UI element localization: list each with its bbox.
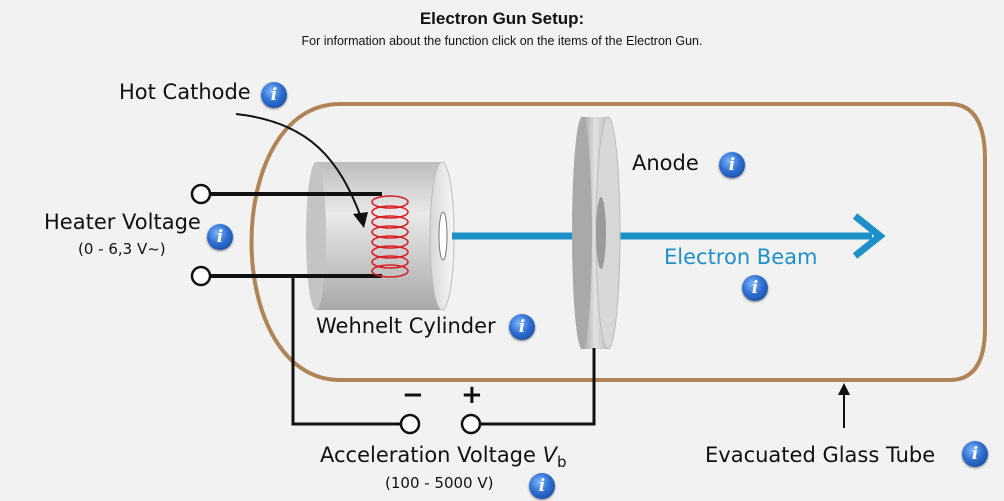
heater-terminal-top[interactable] [190, 183, 212, 205]
acceleration-voltage-subscript: b [557, 453, 567, 472]
anode-label[interactable]: Anode [632, 151, 699, 175]
cathode-pointer-arrow [235, 113, 363, 221]
heater-wires [210, 192, 382, 278]
heater-voltage-range: (0 - 6,3 V~) [78, 240, 166, 258]
wehnelt-cylinder[interactable] [306, 161, 455, 311]
minus-sign: − [402, 380, 424, 410]
info-icon-hot-cathode[interactable]: i [261, 82, 287, 108]
page-subtitle: For information about the function click… [301, 34, 703, 48]
accel-terminal-plus[interactable] [460, 413, 482, 435]
glass-tube-label[interactable]: Evacuated Glass Tube [705, 443, 936, 467]
hot-cathode-label[interactable]: Hot Cathode [119, 80, 251, 104]
heater-voltage-label[interactable]: Heater Voltage [44, 210, 201, 234]
plus-sign: + [461, 380, 483, 410]
electron-beam[interactable] [452, 213, 886, 259]
info-icon-wehnelt-cylinder[interactable]: i [509, 314, 535, 340]
page-title: Electron Gun Setup: [419, 9, 585, 28]
acceleration-voltage-text: Acceleration Voltage [320, 443, 536, 467]
acceleration-voltage-symbol: Vb [542, 443, 567, 472]
acceleration-voltage-range: (100 - 5000 V) [385, 474, 494, 492]
info-icon-heater-voltage[interactable]: i [207, 224, 233, 250]
info-icon-acceleration-voltage[interactable]: i [529, 473, 555, 499]
hot-cathode-coil[interactable] [371, 195, 409, 278]
glass-tube[interactable] [249, 102, 987, 382]
cathode-pointer-arrowhead [353, 212, 368, 228]
info-icon-anode[interactable]: i [719, 152, 745, 178]
tube-pointer-arrowhead [838, 383, 850, 395]
anode[interactable] [572, 116, 621, 350]
heater-terminal-bottom[interactable] [190, 265, 212, 287]
electron-beam-label[interactable]: Electron Beam [664, 245, 818, 269]
info-icon-electron-beam[interactable]: i [742, 275, 768, 301]
info-icon-glass-tube[interactable]: i [962, 441, 988, 467]
acceleration-voltage-label[interactable]: Acceleration Voltage Vb [320, 443, 567, 471]
accel-terminal-minus[interactable] [399, 413, 421, 435]
wehnelt-cylinder-label[interactable]: Wehnelt Cylinder [316, 314, 496, 338]
acceleration-wiring [291, 276, 596, 426]
